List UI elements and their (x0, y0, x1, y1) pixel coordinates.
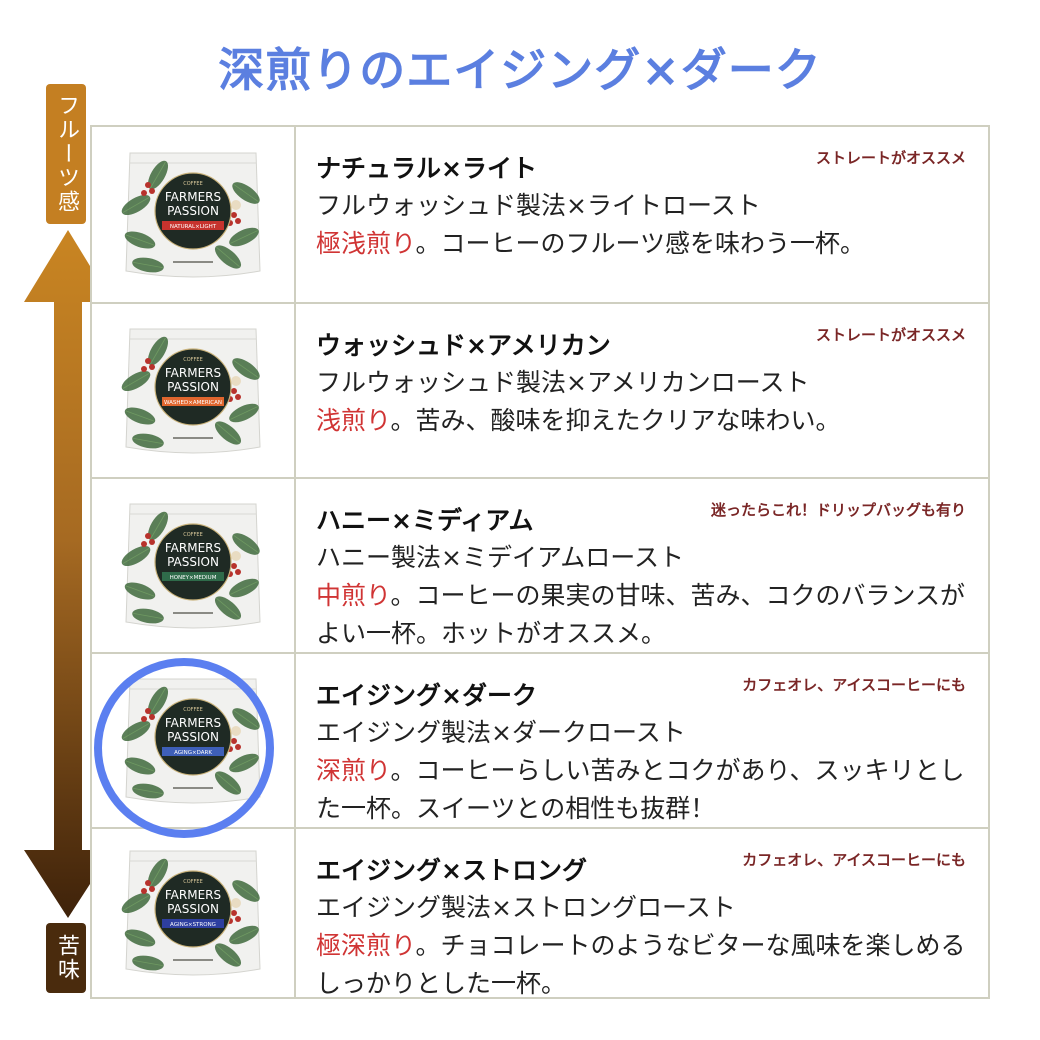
svg-text:COFFEE: COFFEE (183, 879, 203, 885)
svg-text:COFFEE: COFFEE (183, 181, 203, 187)
svg-text:COFFEE: COFFEE (183, 532, 203, 538)
axis-label-fruity: フルーツ感 (46, 84, 86, 224)
roast-level: 深煎り (316, 756, 391, 785)
product-description: エイジング製法×ダークロースト 深煎り。コーヒーらしい苦みとコクがあり、スッキリ… (316, 714, 970, 828)
product-description: ハニー製法×ミデイアムロースト 中煎り。コーヒーの果実の甘味、苦み、コクのバラン… (316, 539, 970, 653)
svg-text:HONEY×MEDIUM: HONEY×MEDIUM (170, 575, 217, 581)
product-summary: 。コーヒーらしい苦みとコクがあり、スッキリとした一杯。スイーツとの相性も抜群！ (316, 756, 965, 823)
svg-text:PASSION: PASSION (167, 380, 219, 394)
svg-text:NATURAL×LIGHT: NATURAL×LIGHT (170, 224, 217, 230)
recommend-tag: カフェオレ、アイスコーヒーにも (742, 676, 966, 694)
featured-highlight-ring (94, 658, 274, 838)
roast-level: 極深煎り (316, 931, 416, 960)
roast-level: 中煎り (316, 581, 391, 610)
product-method: フルウォッシュド製法×アメリカンロースト (316, 368, 810, 397)
product-description: エイジング製法×ストロングロースト 極深煎り。チョコレートのようなビターな風味を… (316, 889, 970, 1003)
product-description: フルウォッシュド製法×アメリカンロースト 浅煎り。苦み、酸味を抑えたクリアな味わ… (316, 364, 970, 440)
svg-text:PASSION: PASSION (167, 902, 219, 916)
product-description: フルウォッシュド製法×ライトロースト 極浅煎り。コーヒーのフルーツ感を味わう一杯… (316, 187, 970, 263)
flavor-axis-arrow (24, 230, 112, 918)
product-method: ハニー製法×ミデイアムロースト (316, 543, 684, 572)
product-method: エイジング製法×ダークロースト (316, 718, 686, 747)
product-name: エイジング×ストロング (316, 856, 587, 885)
svg-text:FARMERS: FARMERS (165, 888, 221, 902)
roast-level: 浅煎り (316, 406, 391, 435)
product-summary: 。苦み、酸味を抑えたクリアな味わい。 (390, 406, 841, 435)
svg-text:WASHED×AMERICAN: WASHED×AMERICAN (164, 400, 222, 406)
product-name: エイジング×ダーク (316, 681, 537, 710)
recommend-tag: ストレートがオススメ (815, 149, 966, 167)
product-name: ハニー×ミディアム (316, 506, 534, 535)
svg-text:AGING×STRONG: AGING×STRONG (170, 922, 216, 928)
svg-text:FARMERS: FARMERS (165, 190, 221, 204)
product-summary: 。コーヒーのフルーツ感を味わう一杯。 (415, 229, 866, 258)
svg-text:PASSION: PASSION (167, 204, 219, 218)
product-method: エイジング製法×ストロングロースト (316, 893, 736, 922)
product-method: フルウォッシュド製法×ライトロースト (316, 191, 761, 220)
svg-text:COFFEE: COFFEE (183, 357, 203, 363)
recommend-tag: カフェオレ、アイスコーヒーにも (742, 851, 966, 869)
svg-text:FARMERS: FARMERS (165, 366, 221, 380)
product-name: ウォッシュド×アメリカン (316, 331, 611, 360)
roast-level: 極浅煎り (316, 229, 416, 258)
page-title: 深煎りのエイジング×ダーク (218, 43, 822, 97)
axis-label-bitter: 苦味 (46, 923, 86, 993)
product-name: ナチュラル×ライト (316, 154, 537, 183)
recommend-tag: ストレートがオススメ (815, 326, 966, 344)
recommend-tag: 迷ったらこれ！ドリップバッグも有り (710, 501, 966, 519)
product-summary: 。コーヒーの果実の甘味、苦み、コクのバランスがよい一杯。ホットがオススメ。 (316, 581, 966, 648)
product-summary: 。チョコレートのようなビターな風味を楽しめるしっかりとした一杯。 (316, 931, 966, 998)
svg-text:PASSION: PASSION (167, 555, 219, 569)
svg-text:FARMERS: FARMERS (165, 541, 221, 555)
